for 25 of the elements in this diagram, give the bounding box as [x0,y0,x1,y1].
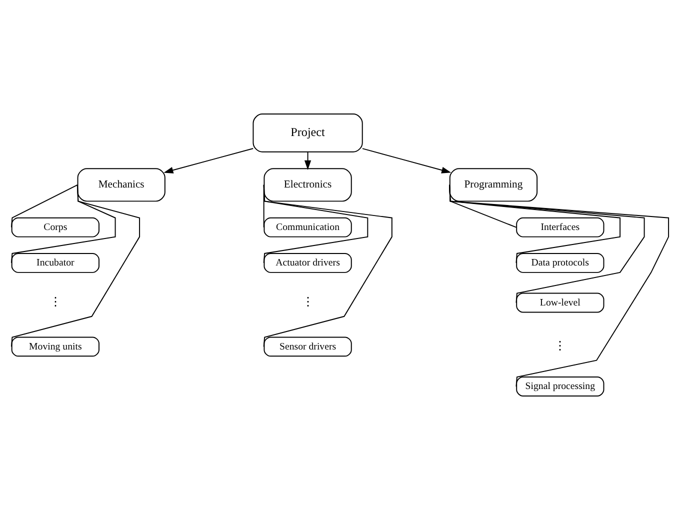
node-box: Programming [449,168,538,202]
node-box: Interfaces [516,217,604,238]
node-box: Signal processing [516,376,604,396]
connector [263,184,392,348]
node-box: Project [252,114,363,152]
node-box: Corps [11,217,100,238]
node-box: Sensor drivers [264,336,352,357]
node-box: Incubator [11,253,100,273]
label: ⋮ [49,294,62,309]
node-box: Moving units [11,336,100,357]
label: ⋮ [554,338,566,353]
connector [10,184,116,264]
arrow [164,148,254,174]
arrow [362,148,452,174]
connector [10,184,78,228]
connector [449,184,670,387]
node-box: Electronics [264,168,352,202]
node-box: Mechanics [77,168,166,202]
node-box: Actuator drivers [264,253,352,273]
node-box: Communication [264,217,352,238]
arrow [304,151,312,170]
label: ⋮ [302,294,314,309]
node-box: Low-level [516,292,604,313]
connector [10,184,140,348]
node-box: Data protocols [516,253,604,273]
